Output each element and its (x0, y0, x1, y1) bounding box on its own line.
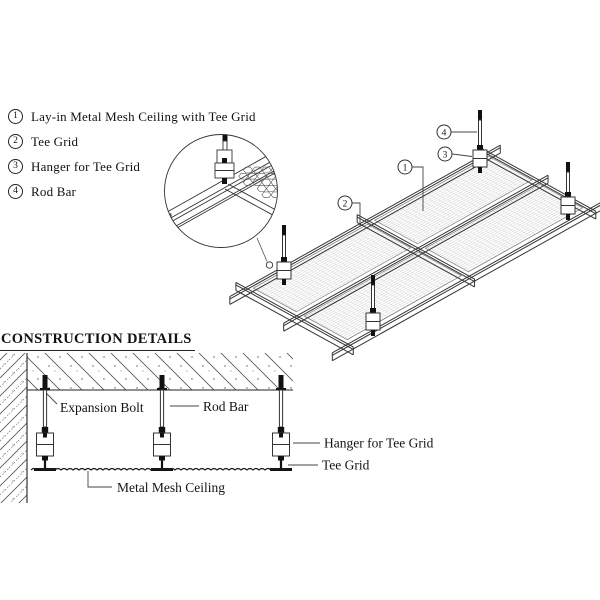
iso-hanger-4 (365, 275, 381, 336)
callout-number-2: 2 (343, 199, 348, 209)
legend-number-1: 1 (8, 109, 23, 124)
callout-circle-4 (436, 124, 452, 140)
tee-web (279, 460, 283, 469)
legend-item-2: 2 Tee Grid (8, 129, 256, 154)
rod-tip (478, 110, 482, 121)
detail-reference-dot (265, 261, 274, 269)
expansion-bolt (159, 375, 165, 390)
legend-item-1: 1 Lay-in Metal Mesh Ceiling with Tee Gri… (8, 104, 256, 129)
rod-bar (42, 389, 48, 428)
legend-number-2: 2 (8, 134, 23, 149)
callout-circle-3 (437, 146, 453, 162)
detail-hanger (214, 134, 235, 184)
mesh-ceiling-line (30, 467, 290, 471)
label-mesh-ceiling: Metal Mesh Ceiling (117, 480, 225, 495)
section-assembly-2 (151, 375, 173, 471)
expansion-bolt (278, 375, 284, 390)
legend-item-4: 4 Rod Bar (8, 179, 256, 204)
leader-callout-2 (352, 202, 361, 226)
rod-bar (159, 389, 165, 428)
detail-leader (256, 237, 268, 262)
label-hanger: Hanger for Tee Grid (324, 436, 434, 451)
cross-section: Expansion Bolt Rod Bar Hanger for Tee Gr… (0, 353, 434, 503)
leader-callout-1 (412, 166, 424, 211)
callout-leaders (352, 131, 477, 226)
section-assembly-3 (270, 375, 292, 471)
legend-number-4: 4 (8, 184, 23, 199)
leader-mesh-ceiling (87, 471, 112, 488)
label-expansion-bolt: Expansion Bolt (60, 400, 144, 415)
legend-label-4: Rod Bar (31, 183, 77, 199)
callout-number-1: 1 (403, 163, 408, 173)
legend-label-2: Tee Grid (31, 133, 79, 149)
legend-item-3: 3 Hanger for Tee Grid (8, 154, 256, 179)
tee-flange (34, 468, 56, 471)
leader-expansion-bolt (45, 392, 58, 405)
callout-number-3: 3 (443, 150, 448, 160)
rod-bar (278, 389, 284, 428)
legend-label-3: Hanger for Tee Grid (31, 158, 141, 174)
isometric-view: 1 2 3 4 (213, 110, 600, 364)
tee-grid-main-runners (223, 145, 600, 361)
mesh-panels (253, 156, 582, 339)
legend-label-1: Lay-in Metal Mesh Ceiling with Tee Grid (31, 108, 256, 124)
iso-hanger-1 (472, 110, 488, 173)
tee-grid-cross-tees (229, 147, 600, 355)
section-assembly-1 (34, 375, 56, 471)
callout-numbers: 1 2 3 4 (343, 128, 448, 209)
tee-web (43, 460, 47, 469)
legend: 1 Lay-in Metal Mesh Ceiling with Tee Gri… (8, 104, 256, 204)
tee-web (160, 460, 164, 469)
label-rod-bar: Rod Bar (203, 399, 249, 414)
detail-circle (164, 134, 278, 269)
label-tee-grid: Tee Grid (322, 458, 370, 473)
legend-number-3: 3 (8, 159, 23, 174)
wall-hatch (0, 353, 27, 503)
iso-hanger-2 (560, 162, 576, 220)
section-leaders (45, 392, 320, 488)
callout-bubbles (337, 124, 453, 211)
leader-callout-3 (452, 153, 473, 157)
callout-circle-1 (397, 159, 413, 175)
tee-flange (270, 468, 292, 471)
expansion-bolt (42, 375, 48, 390)
callout-circle-2 (337, 195, 353, 211)
iso-hanger-3 (276, 225, 292, 285)
section-title: CONSTRUCTION DETAILS (0, 331, 195, 351)
callout-number-4: 4 (442, 128, 447, 138)
